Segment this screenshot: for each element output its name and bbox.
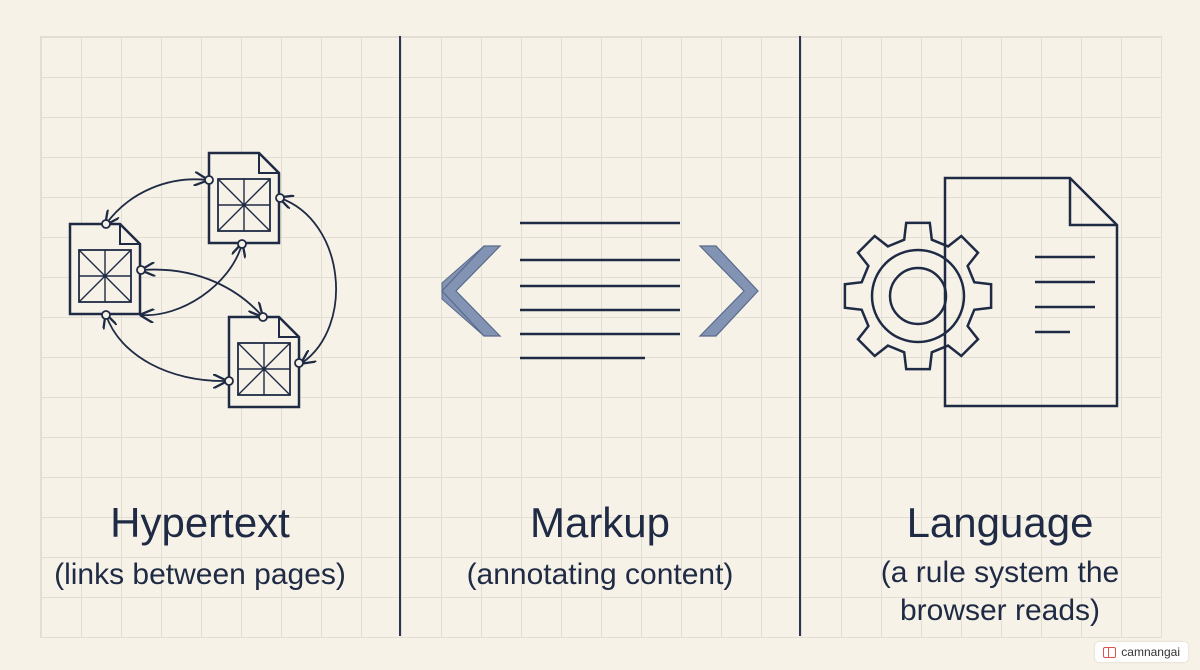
hypertext-subtitle: (links between pages) xyxy=(54,558,346,591)
language-subtitle-line-2: browser reads) xyxy=(899,594,1101,627)
panel-divider-right xyxy=(799,36,801,636)
page-top-icon xyxy=(207,151,281,245)
document-icon xyxy=(943,176,1119,408)
watermark-text: camnangai xyxy=(1121,645,1180,659)
linked-pages-icon xyxy=(68,151,337,409)
markup-panel: Markup (annotating content) xyxy=(400,36,800,636)
page-left-icon xyxy=(68,222,142,316)
gift-icon xyxy=(1103,646,1117,658)
right-bracket xyxy=(698,245,759,337)
grid-background xyxy=(40,36,1162,638)
markup-title: Markup xyxy=(529,499,671,546)
watermark: camnangai xyxy=(1095,642,1188,662)
text-lines xyxy=(520,221,680,360)
gear-icon xyxy=(843,221,993,371)
language-subtitle-line-1: (a rule system the xyxy=(880,556,1120,589)
angle-brackets-icon xyxy=(441,221,759,360)
language-title: Language xyxy=(906,499,1094,546)
document-lines xyxy=(1035,255,1095,334)
language-panel: Language (a rule system the browser read… xyxy=(800,36,1200,636)
panel-divider-left xyxy=(399,36,401,636)
markup-subtitle: (annotating content) xyxy=(466,558,734,591)
hypertext-title: Hypertext xyxy=(110,499,290,546)
language-subtitle: (a rule system the browser reads) xyxy=(800,554,1200,630)
gear-document-icon xyxy=(843,176,1119,408)
page-bottom-icon xyxy=(227,315,301,409)
hypertext-panel: Hypertext (links between pages) xyxy=(0,36,400,636)
